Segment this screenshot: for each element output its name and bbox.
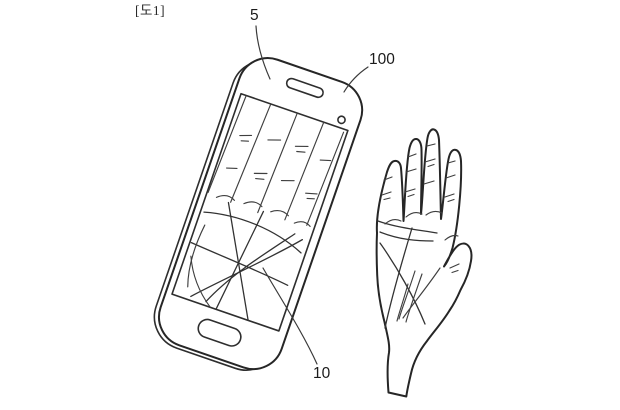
palm-finger-line <box>257 112 298 214</box>
palm-minor-line <box>187 224 206 288</box>
hand-outline <box>375 128 473 398</box>
ref-numeral-screen: 5 <box>250 7 259 24</box>
hand-finger-base-creases <box>384 210 459 241</box>
hand-life-line <box>398 270 416 320</box>
palm-crease-marks <box>239 134 332 162</box>
palm-life-line <box>190 238 304 298</box>
figure-label: [도1] <box>135 3 166 18</box>
hand-diagonal-line <box>379 242 426 325</box>
hand-life-line <box>405 273 423 323</box>
hand-illustration <box>375 128 473 398</box>
palm-finger-line <box>207 94 247 193</box>
palm-fate-line <box>215 210 265 310</box>
hand-fate-line <box>384 227 413 329</box>
speaker-icon <box>285 77 324 99</box>
phone-screen <box>171 92 349 332</box>
hand-middle-creases <box>423 143 436 185</box>
home-button <box>197 318 242 347</box>
hand-index-creases <box>444 160 456 203</box>
palm-crease-marks <box>225 167 318 200</box>
screen-palm-image <box>187 94 345 322</box>
palm-finger-line <box>306 131 345 226</box>
camera-icon <box>337 115 346 125</box>
ref-numeral-device: 100 <box>369 51 395 68</box>
hand-life-line <box>396 283 409 322</box>
ref-numeral-palm-image: 10 <box>313 365 331 382</box>
hand-heart-line <box>377 220 438 234</box>
hand-thumb-crease <box>449 263 460 274</box>
palm-head-line <box>190 241 289 286</box>
leader-line-5 <box>255 25 271 80</box>
leader-line-100 <box>343 66 369 93</box>
phone-body <box>158 57 364 371</box>
hand-thumb-base-line <box>402 267 441 319</box>
smartphone-illustration <box>153 57 364 371</box>
palm-life-line <box>205 233 296 303</box>
leader-line-10 <box>262 267 318 365</box>
hand-ring-creases <box>404 153 417 198</box>
hand-pinky-creases <box>381 176 393 201</box>
palm-finger-line <box>230 103 272 203</box>
palm-diagonal-line <box>227 201 249 322</box>
palm-finger-base-creases <box>215 195 311 227</box>
palm-finger-line <box>284 121 325 221</box>
